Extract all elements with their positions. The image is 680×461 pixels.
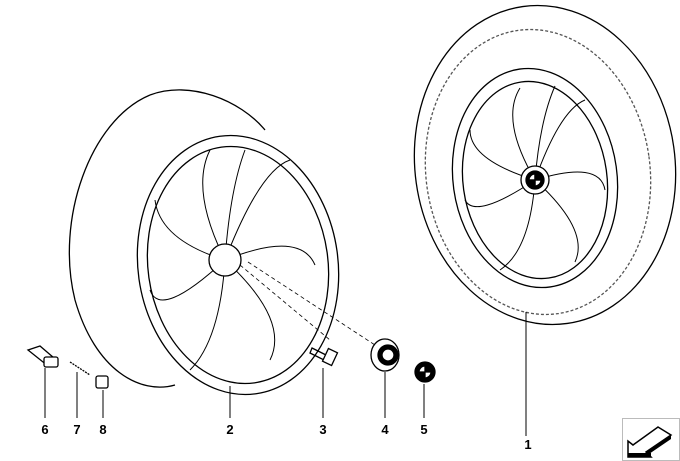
wheel-bolt-illustration [309, 347, 339, 418]
part-label-6[interactable]: 6 [41, 422, 49, 437]
part-label-7[interactable]: 7 [73, 422, 81, 437]
part-label-8[interactable]: 8 [99, 422, 107, 437]
rim-illustration [68, 89, 376, 418]
arrow-down-left-icon [627, 426, 673, 458]
valve-illustration [26, 345, 59, 418]
valve-insert-illustration [69, 361, 91, 418]
hub-cap-illustration [370, 338, 400, 418]
valve-cap-illustration [95, 375, 109, 418]
complete-wheel-illustration [413, 4, 677, 436]
part-label-3[interactable]: 3 [319, 422, 327, 437]
part-label-1[interactable]: 1 [524, 437, 532, 452]
part-label-4[interactable]: 4 [381, 422, 389, 437]
emblem-illustration [414, 361, 436, 418]
part-label-5[interactable]: 5 [420, 422, 428, 437]
bmw-logo-icon [525, 170, 545, 190]
navigation-arrow-button[interactable] [622, 418, 680, 461]
part-label-2[interactable]: 2 [226, 422, 234, 437]
